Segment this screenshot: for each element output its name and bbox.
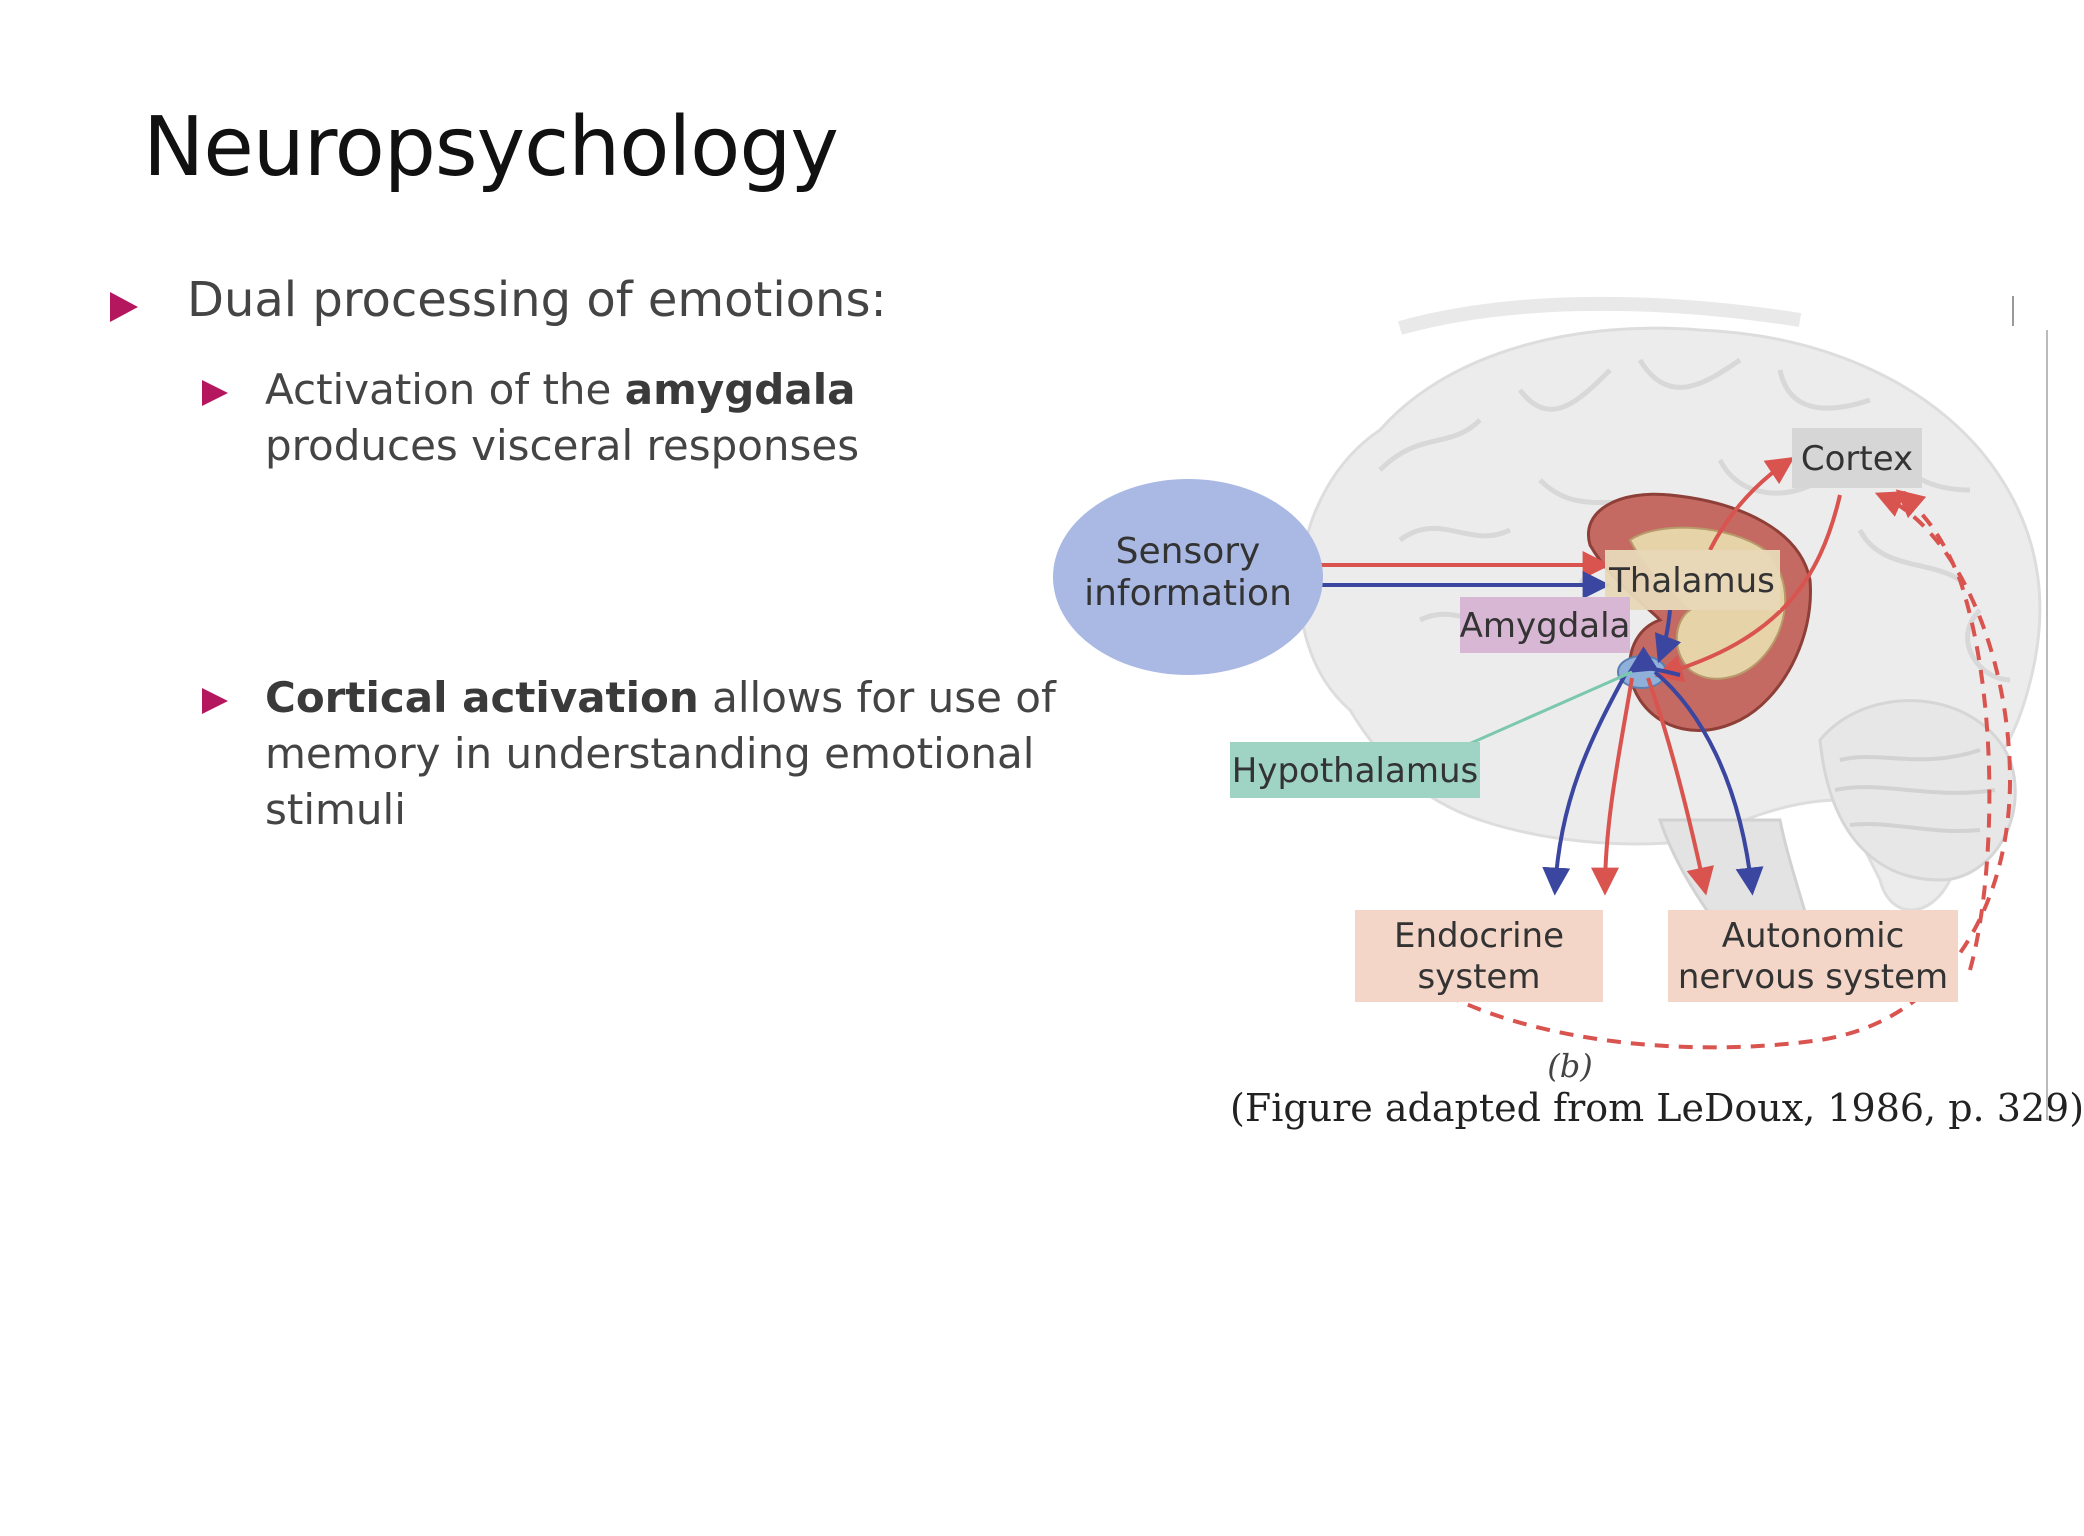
sub-bullet-cortical-line3: stimuli <box>265 785 406 834</box>
sensory-node <box>1053 479 1323 675</box>
sub-bullet-cortical-line2: memory in understanding emotional <box>265 729 1035 778</box>
brain-diagram: Sensory information Cortex Thalamus Amyg… <box>1020 280 2048 1140</box>
sub-bullet-amygdala-bold: amygdala <box>624 365 856 414</box>
thalamus-label: Thalamus <box>1608 561 1775 601</box>
panel-label: (b) <box>1547 1047 1592 1085</box>
cortex-node <box>1792 428 1922 488</box>
sub-bullet-marker-icon <box>202 380 228 406</box>
slide-title: Neuropsychology <box>143 100 839 195</box>
autonomic-label-2: nervous system <box>1678 957 1948 997</box>
sensory-label-1: Sensory <box>1116 531 1261 572</box>
page-edge-divider <box>2046 330 2048 1120</box>
sub-bullet-amygdala-pre: Activation of the <box>265 365 625 414</box>
autonomic-node <box>1668 910 1958 1002</box>
figure-caption-strip: (Figure adapted from LeDoux, 1986, p. 32… <box>1230 1086 2084 1130</box>
sub-bullet-cortical: Cortical activation allows for use of me… <box>265 670 1056 838</box>
amygdala-label: Amygdala <box>1460 606 1631 646</box>
sub-bullet-cortical-clip: Cortical activation allows for use of me… <box>265 670 1056 850</box>
cortex-label: Cortex <box>1801 439 1913 479</box>
bullet-main: Dual processing of emotions: <box>187 272 887 328</box>
thalamus-node <box>1605 550 1780 610</box>
sub-bullet-amygdala-line2: produces visceral responses <box>265 421 860 470</box>
sub-bullet-cortical-rest: allows for use of <box>698 673 1056 722</box>
sub-bullet-cortical-bold: Cortical activation <box>265 673 699 722</box>
endocrine-label-1: Endocrine <box>1394 916 1564 956</box>
pathways <box>1320 456 2013 1050</box>
autonomic-label-1: Autonomic <box>1722 916 1905 956</box>
figure-caption: (Figure adapted from LeDoux, 1986, p. 32… <box>1230 1086 2084 1130</box>
endocrine-label-2: system <box>1418 957 1541 997</box>
edge-tick <box>2012 296 2014 326</box>
sub-bullet-amygdala: Activation of the amygdala produces visc… <box>265 362 859 474</box>
sensory-label-2: information <box>1084 573 1292 614</box>
hypothalamus-label: Hypothalamus <box>1232 751 1478 791</box>
brain-diagram-svg: Sensory information Cortex Thalamus Amyg… <box>1053 296 2042 1085</box>
amygdala-node <box>1460 597 1630 653</box>
endocrine-node <box>1355 910 1603 1002</box>
sub-bullet-marker-icon <box>202 688 228 714</box>
bullet-marker-icon <box>110 292 138 322</box>
hypothalamus-node <box>1230 742 1480 798</box>
